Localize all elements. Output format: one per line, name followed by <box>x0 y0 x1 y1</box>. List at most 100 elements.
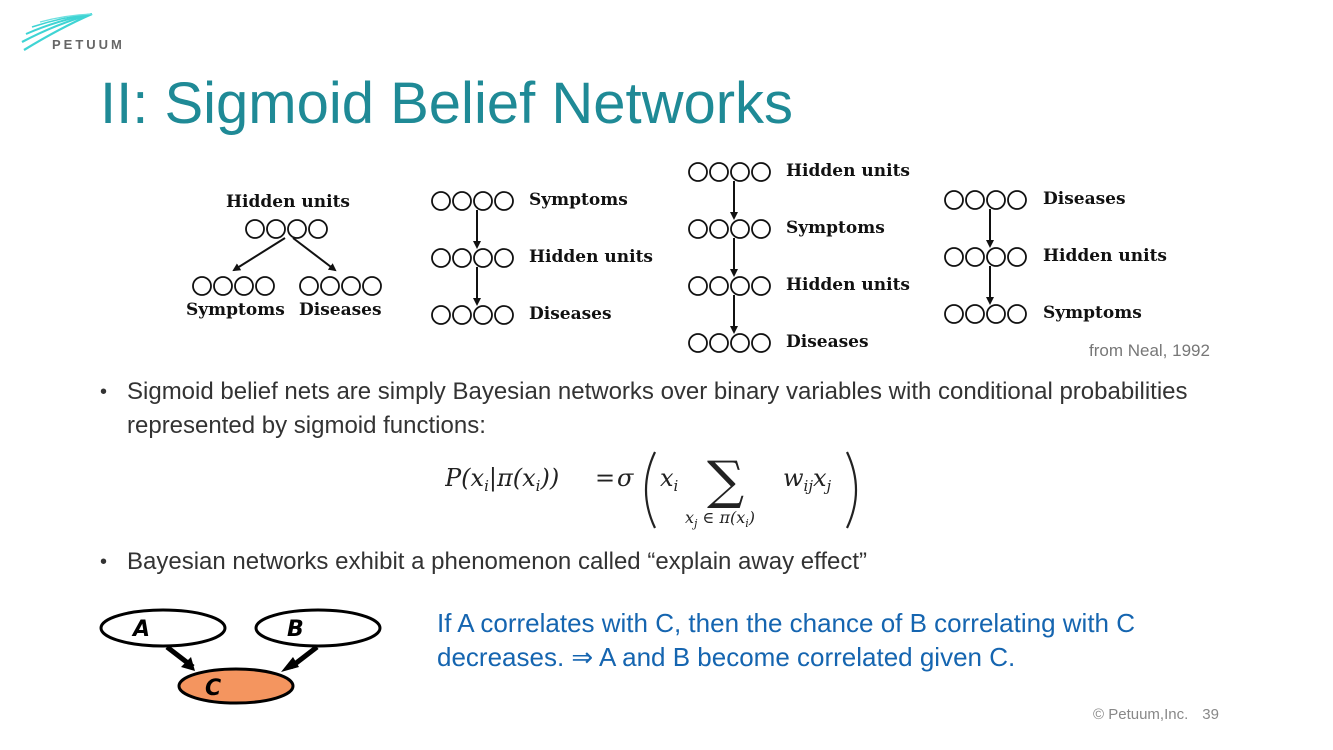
unit-node <box>299 276 319 296</box>
bullet-text: Bayesian networks exhibit a phenomenon c… <box>127 548 867 575</box>
dependency-arrow <box>232 237 286 272</box>
formula-xi: xi <box>660 464 679 495</box>
unit-node <box>452 305 472 325</box>
unit-row <box>944 190 1027 210</box>
unit-node <box>688 333 708 353</box>
layer-label: Diseases <box>1043 189 1126 209</box>
layer-label: Hidden units <box>529 247 653 267</box>
unit-node <box>965 304 985 324</box>
unit-node <box>494 248 514 268</box>
unit-node <box>688 162 708 182</box>
unit-node <box>308 219 328 239</box>
unit-row <box>688 219 771 239</box>
unit-node <box>245 219 265 239</box>
unit-node <box>986 247 1006 267</box>
unit-node <box>494 305 514 325</box>
unit-node <box>709 162 729 182</box>
unit-row <box>944 304 1027 324</box>
unit-node <box>730 162 750 182</box>
unit-node <box>473 248 493 268</box>
unit-node <box>320 276 340 296</box>
left-paren <box>644 451 656 529</box>
unit-row <box>245 219 328 239</box>
page-number: 39 <box>1202 706 1219 723</box>
sum-lower-bound: xj ∈ π(xi) <box>685 508 755 530</box>
sigmoid-formula: P(xi|π(xi)) = σ xi ∑ xj ∈ π(xi) wijxj <box>445 451 858 530</box>
footer: © Petuum,Inc. 39 <box>1093 706 1219 723</box>
layer-label: Hidden units <box>1043 246 1167 266</box>
unit-node <box>751 276 771 296</box>
arrowhead-a-c <box>181 657 195 671</box>
node-b-label: B <box>287 617 304 642</box>
node-b <box>254 608 382 648</box>
unit-node <box>452 248 472 268</box>
unit-node <box>255 276 275 296</box>
unit-node <box>341 276 361 296</box>
formula-equals: = <box>595 464 615 492</box>
unit-node <box>1007 247 1027 267</box>
brand-name: PETUUM <box>52 37 125 52</box>
arrowhead-b-c <box>281 657 299 672</box>
unit-node <box>709 219 729 239</box>
unit-node <box>730 276 750 296</box>
dependency-arrow <box>292 237 337 272</box>
unit-node <box>213 276 233 296</box>
unit-row <box>688 162 771 182</box>
unit-node <box>944 247 964 267</box>
unit-node <box>192 276 212 296</box>
unit-row <box>431 191 514 211</box>
unit-node <box>965 190 985 210</box>
unit-node <box>431 305 451 325</box>
unit-node <box>751 162 771 182</box>
unit-node <box>944 190 964 210</box>
unit-row <box>688 333 771 353</box>
bullet-marker: • <box>100 551 108 573</box>
unit-node <box>709 333 729 353</box>
unit-node <box>986 304 1006 324</box>
unit-node <box>494 191 514 211</box>
unit-node <box>751 333 771 353</box>
formula-term: wijxj <box>783 464 832 495</box>
layer-label: Symptoms <box>186 300 285 320</box>
unit-node <box>965 247 985 267</box>
layer-label: Diseases <box>299 300 382 320</box>
unit-node <box>751 219 771 239</box>
node-c <box>177 667 295 705</box>
unit-node <box>473 305 493 325</box>
unit-node <box>266 219 286 239</box>
citation: from Neal, 1992 <box>1089 341 1210 360</box>
unit-node <box>986 190 1006 210</box>
node-a <box>99 608 227 648</box>
formula-sigma: σ <box>617 464 634 492</box>
explain-away-diagram: A B C <box>99 608 382 705</box>
explain-away-description: If A correlates with C, then the chance … <box>437 608 1136 672</box>
layer-label: Hidden units <box>786 161 910 181</box>
layer-label: Diseases <box>529 304 612 324</box>
layer-label: Hidden units <box>786 275 910 295</box>
unit-row <box>688 276 771 296</box>
unit-node <box>688 276 708 296</box>
layer-label: Diseases <box>786 332 869 352</box>
unit-node <box>688 219 708 239</box>
unit-row <box>944 247 1027 267</box>
bullet-text: Sigmoid belief nets are simply Bayesian … <box>127 378 1188 439</box>
unit-node <box>709 276 729 296</box>
unit-row <box>192 276 275 296</box>
unit-node <box>1007 304 1027 324</box>
sum-symbol: ∑ <box>707 451 744 511</box>
unit-row <box>299 276 382 296</box>
unit-node <box>730 333 750 353</box>
unit-node <box>431 248 451 268</box>
unit-node <box>944 304 964 324</box>
layer-label: Symptoms <box>529 190 628 210</box>
unit-node <box>452 191 472 211</box>
petuum-logo-icon <box>21 12 93 51</box>
formula-lhs: P(xi|π(xi)) <box>445 464 559 495</box>
network-diagrams <box>192 162 1027 353</box>
unit-row <box>431 305 514 325</box>
layer-label: Symptoms <box>1043 303 1142 323</box>
copyright: © Petuum,Inc. <box>1093 706 1189 723</box>
layer-label: Hidden units <box>226 192 350 212</box>
node-c-label: C <box>205 676 221 701</box>
unit-node <box>1007 190 1027 210</box>
